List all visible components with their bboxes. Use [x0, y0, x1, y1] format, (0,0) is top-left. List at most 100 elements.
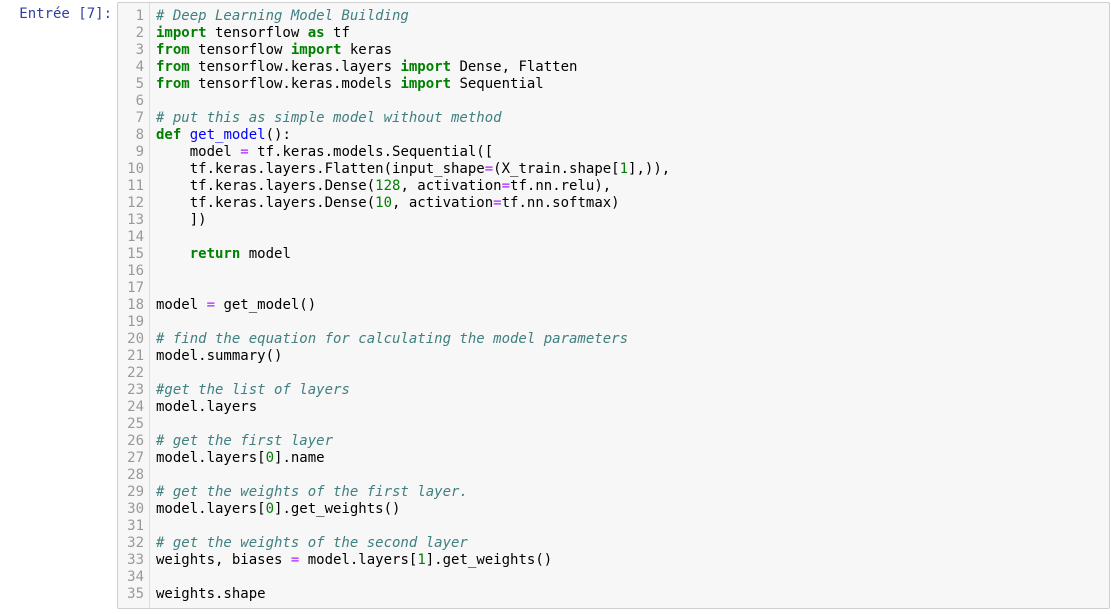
code-text: ].name	[274, 450, 325, 466]
line-number: 18	[127, 297, 144, 313]
operator: =	[290, 552, 300, 568]
code-line[interactable]: 29# get the weights of the first layer.	[118, 484, 1109, 501]
code-content: # get the weights of the second layer	[156, 535, 468, 552]
code-line[interactable]: 31	[118, 518, 1109, 535]
code-line[interactable]: 23#get the list of layers	[118, 382, 1109, 399]
line-number: 10	[127, 161, 144, 177]
code-text: model	[156, 297, 207, 313]
code-line[interactable]: 6	[118, 93, 1109, 110]
code-content: from tensorflow.keras.models import Sequ…	[156, 76, 544, 93]
code-line[interactable]: 10 tf.keras.layers.Flatten(input_shape=(…	[118, 161, 1109, 178]
code-line[interactable]: 13 ])	[118, 212, 1109, 229]
code-text: model.layers[	[156, 450, 266, 466]
number: 10	[375, 195, 393, 211]
line-number: 1	[135, 8, 144, 24]
line-number: 33	[127, 552, 144, 568]
code-line[interactable]: 28	[118, 467, 1109, 484]
code-line[interactable]: 11 tf.keras.layers.Dense(128, activation…	[118, 178, 1109, 195]
line-number: 9	[135, 144, 144, 160]
code-text: keras	[341, 42, 393, 58]
code-line[interactable]: 32 # get the weights of the second layer	[118, 535, 1109, 552]
code-text: tf.keras.layers.Dense(	[156, 178, 376, 194]
line-number: 11	[127, 178, 144, 194]
code-content: model.layers[0].get_weights()	[156, 501, 400, 518]
code-text: model	[156, 144, 241, 160]
code-content: #get the list of layers	[156, 382, 350, 399]
code-content: model.layers	[156, 399, 257, 416]
comment: # get the weights of the first layer.	[156, 484, 468, 500]
code-line[interactable]: 17	[118, 280, 1109, 297]
code-text: model	[240, 246, 291, 262]
line-number: 5	[135, 76, 144, 92]
code-line[interactable]: 25	[118, 416, 1109, 433]
line-number: 26	[127, 433, 144, 449]
line-number: 7	[135, 110, 144, 126]
code-content: from tensorflow.keras.layers import Dens…	[156, 59, 577, 76]
code-line[interactable]: 22	[118, 365, 1109, 382]
line-number: 17	[127, 280, 144, 296]
line-number: 34	[127, 569, 144, 585]
code-text: Sequential	[451, 76, 544, 92]
code-line[interactable]: 1# Deep Learning Model Building	[118, 8, 1109, 25]
code-line[interactable]: 34	[118, 569, 1109, 586]
code-line[interactable]: 12 tf.keras.layers.Dense(10, activation=…	[118, 195, 1109, 212]
line-number: 15	[127, 246, 144, 262]
number: 0	[265, 450, 275, 466]
code-line[interactable]: 15 return model	[118, 246, 1109, 263]
code-text: tf.keras.layers.Dense(	[156, 195, 376, 211]
code-text: ],)),	[628, 161, 671, 177]
code-line[interactable]: 14	[118, 229, 1109, 246]
line-number: 2	[135, 25, 144, 41]
code-text	[156, 246, 190, 262]
code-content: model.layers[0].name	[156, 450, 325, 467]
code-line[interactable]: 2 import tensorflow as tf	[118, 25, 1109, 42]
line-number: 32	[127, 535, 144, 551]
line-number: 25	[127, 416, 144, 432]
code-content: import tensorflow as tf	[156, 25, 350, 42]
code-line[interactable]: 7# put this as simple model without meth…	[118, 110, 1109, 127]
code-text: tensorflow	[206, 25, 308, 41]
code-text: ].get_weights()	[274, 501, 401, 517]
line-number: 20	[127, 331, 144, 347]
code-text: ():	[265, 127, 291, 143]
code-line[interactable]: 19	[118, 314, 1109, 331]
keyword: as	[307, 25, 325, 41]
code-line[interactable]: 20# find the equation for calculating th…	[118, 331, 1109, 348]
cell-prompt: Entrée [7]:	[19, 6, 112, 22]
code-content: tf.keras.layers.Dense(10, activation=tf.…	[156, 195, 620, 212]
line-number: 31	[127, 518, 144, 534]
code-text: tensorflow.keras.layers	[189, 59, 401, 75]
code-content: # get the weights of the first layer.	[156, 484, 468, 501]
code-content: model = tf.keras.models.Sequential([	[156, 144, 493, 161]
keyword: import	[400, 59, 452, 75]
keyword: import	[156, 25, 207, 41]
function-name: get_model	[189, 127, 266, 143]
code-content: weights.shape	[156, 586, 266, 603]
code-content: tf.keras.layers.Flatten(input_shape=(X_t…	[156, 161, 671, 178]
code-line[interactable]: 26# get the first layer	[118, 433, 1109, 450]
code-text: , activation	[392, 195, 494, 211]
code-line[interactable]: 5 from tensorflow.keras.models import Seq…	[118, 76, 1109, 93]
code-line[interactable]: 9 model = tf.keras.models.Sequential([	[118, 144, 1109, 161]
code-text: tensorflow	[189, 42, 291, 58]
keyword: def	[156, 127, 182, 143]
code-text: tf	[324, 25, 350, 41]
number: 1	[619, 161, 629, 177]
code-content: model.summary()	[156, 348, 282, 365]
keyword: from	[156, 59, 190, 75]
keyword: from	[156, 76, 190, 92]
code-content: tf.keras.layers.Dense(128, activation=tf…	[156, 178, 612, 195]
code-line[interactable]: 16	[118, 263, 1109, 280]
